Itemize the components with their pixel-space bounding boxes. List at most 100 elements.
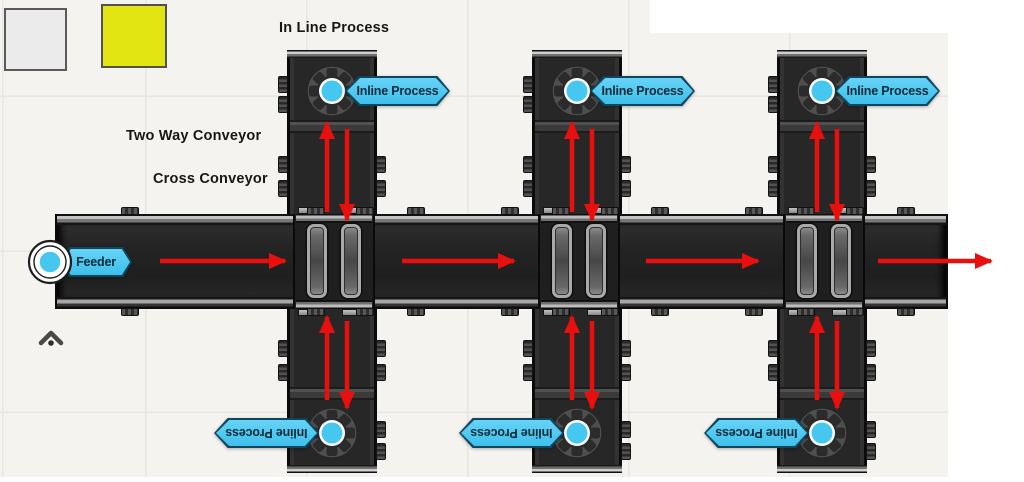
cross-conveyor-unit[interactable]: [293, 214, 375, 309]
gray-part-square[interactable]: [4, 8, 67, 71]
two-way-conveyor-bottom-1[interactable]: [278, 309, 386, 473]
side-lug: [866, 364, 876, 381]
cross-cap: [541, 214, 617, 223]
conveyor-lug: [897, 308, 915, 316]
conveyor-lug: [356, 308, 374, 316]
conveyor-lug: [407, 207, 425, 215]
side-lug: [768, 340, 778, 357]
side-lug: [278, 340, 288, 357]
conveyor-lug: [501, 207, 519, 215]
conveyor-lug: [651, 207, 669, 215]
side-lug: [523, 340, 533, 357]
side-lug: [376, 156, 386, 173]
cross-cap: [786, 214, 862, 223]
annotation-two-way-conveyor: Two Way Conveyor: [126, 128, 262, 144]
inline-process-tag-label: Inline Process: [356, 84, 439, 98]
cross-roller: [307, 224, 327, 298]
side-lug: [866, 443, 876, 460]
conveyor-lug: [846, 207, 864, 215]
conveyor-rail: [57, 214, 946, 225]
feeder-marker-icon[interactable]: [26, 238, 74, 286]
yellow-part-square[interactable]: [101, 4, 167, 68]
cross-roller: [797, 224, 817, 298]
side-lug: [768, 76, 778, 93]
side-lug: [523, 156, 533, 173]
side-lug: [523, 364, 533, 381]
conveyor-lug: [601, 308, 619, 316]
floor-edge-bottom: [0, 477, 1024, 482]
inline-process-tag-top-1[interactable]: Inline Process: [345, 76, 450, 106]
conveyor-lug: [552, 207, 570, 215]
side-lug: [376, 421, 386, 438]
conveyor-lug: [745, 308, 763, 316]
cross-roller: [341, 224, 361, 298]
two-way-conveyor-top-3[interactable]: [768, 50, 876, 214]
inline-process-tag-top-2[interactable]: Inline Process: [590, 76, 695, 106]
annotation-cross-conveyor: Cross Conveyor: [153, 171, 268, 187]
cross-cap: [296, 214, 372, 223]
conveyor-lug: [407, 308, 425, 316]
side-lug: [523, 76, 533, 93]
side-lug: [523, 96, 533, 113]
two-way-conveyor-top-1[interactable]: [278, 50, 386, 214]
conveyor-lug: [601, 207, 619, 215]
inline-process-tag-label: Inline Process: [225, 426, 308, 440]
side-lug: [621, 156, 631, 173]
conveyor-lug: [651, 308, 669, 316]
inline-process-tag-bottom-3[interactable]: Inline Process: [704, 418, 809, 448]
chevron-up-icon[interactable]: [38, 328, 64, 352]
two-way-conveyor-bottom-3[interactable]: [768, 309, 876, 473]
two-way-conveyor-bottom-2[interactable]: [523, 309, 631, 473]
conveyor-lug: [846, 308, 864, 316]
conveyor-lug: [121, 207, 139, 215]
side-lug: [768, 156, 778, 173]
inline-process-tag-label: Inline Process: [846, 84, 929, 98]
branch-divider: [780, 387, 864, 400]
conveyor-lug: [897, 207, 915, 215]
floor-edge-top: [650, 0, 948, 33]
branch-divider: [535, 120, 619, 133]
inline-process-tag-bottom-2[interactable]: Inline Process: [459, 418, 564, 448]
conveyor-lug: [797, 308, 815, 316]
branch-divider: [290, 120, 374, 133]
main-conveyor[interactable]: [55, 207, 948, 316]
branch-divider: [290, 387, 374, 400]
side-lug: [866, 180, 876, 197]
branch-divider: [780, 120, 864, 133]
cross-conveyor-unit[interactable]: [783, 214, 865, 309]
side-lug: [768, 96, 778, 113]
side-lug: [621, 340, 631, 357]
conveyor-lug: [307, 308, 325, 316]
side-lug: [621, 364, 631, 381]
cross-roller: [831, 224, 851, 298]
side-lug: [376, 340, 386, 357]
side-lug: [866, 340, 876, 357]
annotation-in-line-process: In Line Process: [279, 20, 390, 36]
side-lug: [278, 76, 288, 93]
cross-conveyor-unit[interactable]: [538, 214, 620, 309]
side-lug: [278, 180, 288, 197]
side-lug: [376, 443, 386, 460]
conveyor-lug: [552, 308, 570, 316]
inline-process-tag-bottom-1[interactable]: Inline Process: [214, 418, 319, 448]
branch-divider: [535, 387, 619, 400]
inline-process-tag-label: Inline Process: [470, 426, 553, 440]
side-lug: [621, 443, 631, 460]
side-lug: [621, 180, 631, 197]
side-lug: [523, 180, 533, 197]
floor-edge-right: [948, 0, 1024, 482]
conveyor-lug: [745, 207, 763, 215]
inline-process-tag-top-3[interactable]: Inline Process: [835, 76, 940, 106]
conveyor-rail: [57, 297, 946, 309]
two-way-conveyor-top-2[interactable]: [523, 50, 631, 214]
conveyor-lug: [356, 207, 374, 215]
inline-process-tag-label: Inline Process: [601, 84, 684, 98]
side-lug: [866, 421, 876, 438]
side-lug: [278, 156, 288, 173]
side-lug: [278, 364, 288, 381]
conveyor-lug: [797, 207, 815, 215]
side-lug: [376, 364, 386, 381]
cross-roller: [586, 224, 606, 298]
inline-process-tag-label: Inline Process: [715, 426, 798, 440]
